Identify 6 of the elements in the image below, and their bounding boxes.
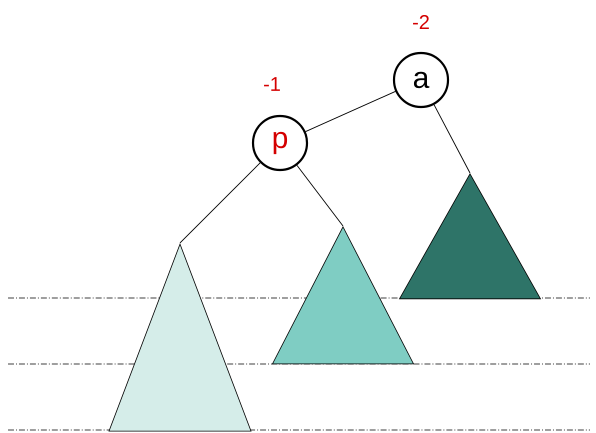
tree-edge <box>305 91 396 132</box>
tree-edge <box>434 104 470 174</box>
balance-factor: -1 <box>264 77 280 91</box>
balance-factor: -2 <box>413 15 429 29</box>
tree-edge <box>180 162 261 244</box>
tree-edge <box>296 164 344 226</box>
